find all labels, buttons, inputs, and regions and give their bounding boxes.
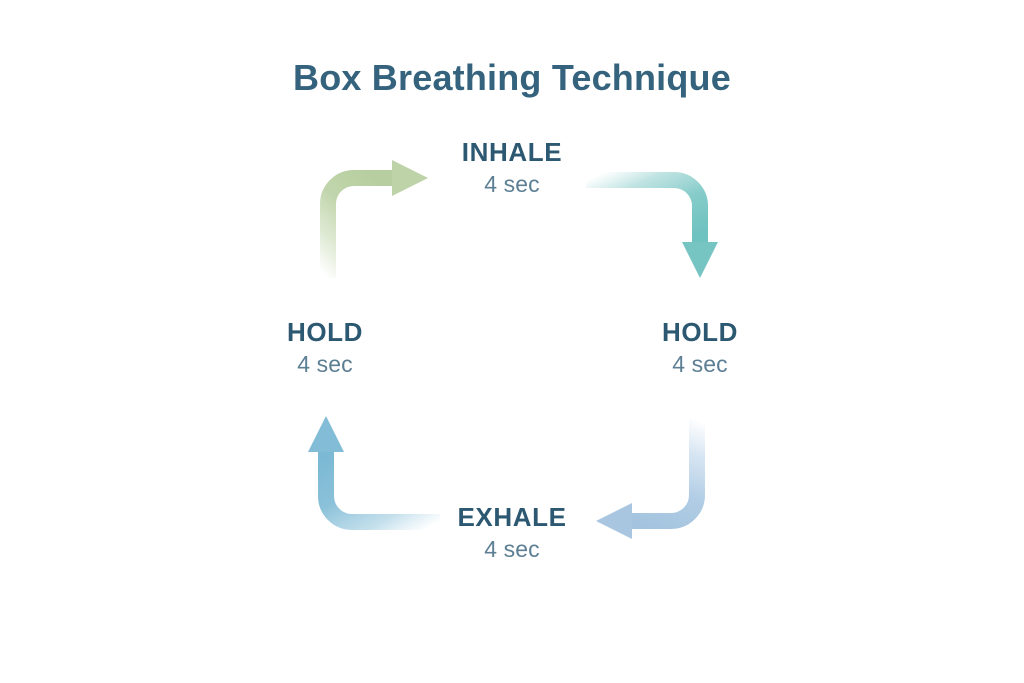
phase-hold-after-inhale: HOLD 4 sec <box>600 317 800 378</box>
phase-exhale: EXHALE 4 sec <box>412 502 612 563</box>
phase-hold-after-inhale-label: HOLD <box>661 317 739 347</box>
phase-hold-after-exhale-duration: 4 sec <box>297 351 353 378</box>
phase-inhale-label: INHALE <box>461 137 563 167</box>
page-title: Box Breathing Technique <box>293 57 731 98</box>
phase-inhale-duration: 4 sec <box>484 171 540 198</box>
phase-inhale: INHALE 4 sec <box>412 137 612 198</box>
phase-hold-after-inhale-duration: 4 sec <box>672 351 728 378</box>
phase-exhale-duration: 4 sec <box>484 536 540 563</box>
phase-exhale-label: EXHALE <box>457 502 567 532</box>
phase-hold-after-exhale-label: HOLD <box>286 317 364 347</box>
phase-hold-after-exhale: HOLD 4 sec <box>225 317 425 378</box>
